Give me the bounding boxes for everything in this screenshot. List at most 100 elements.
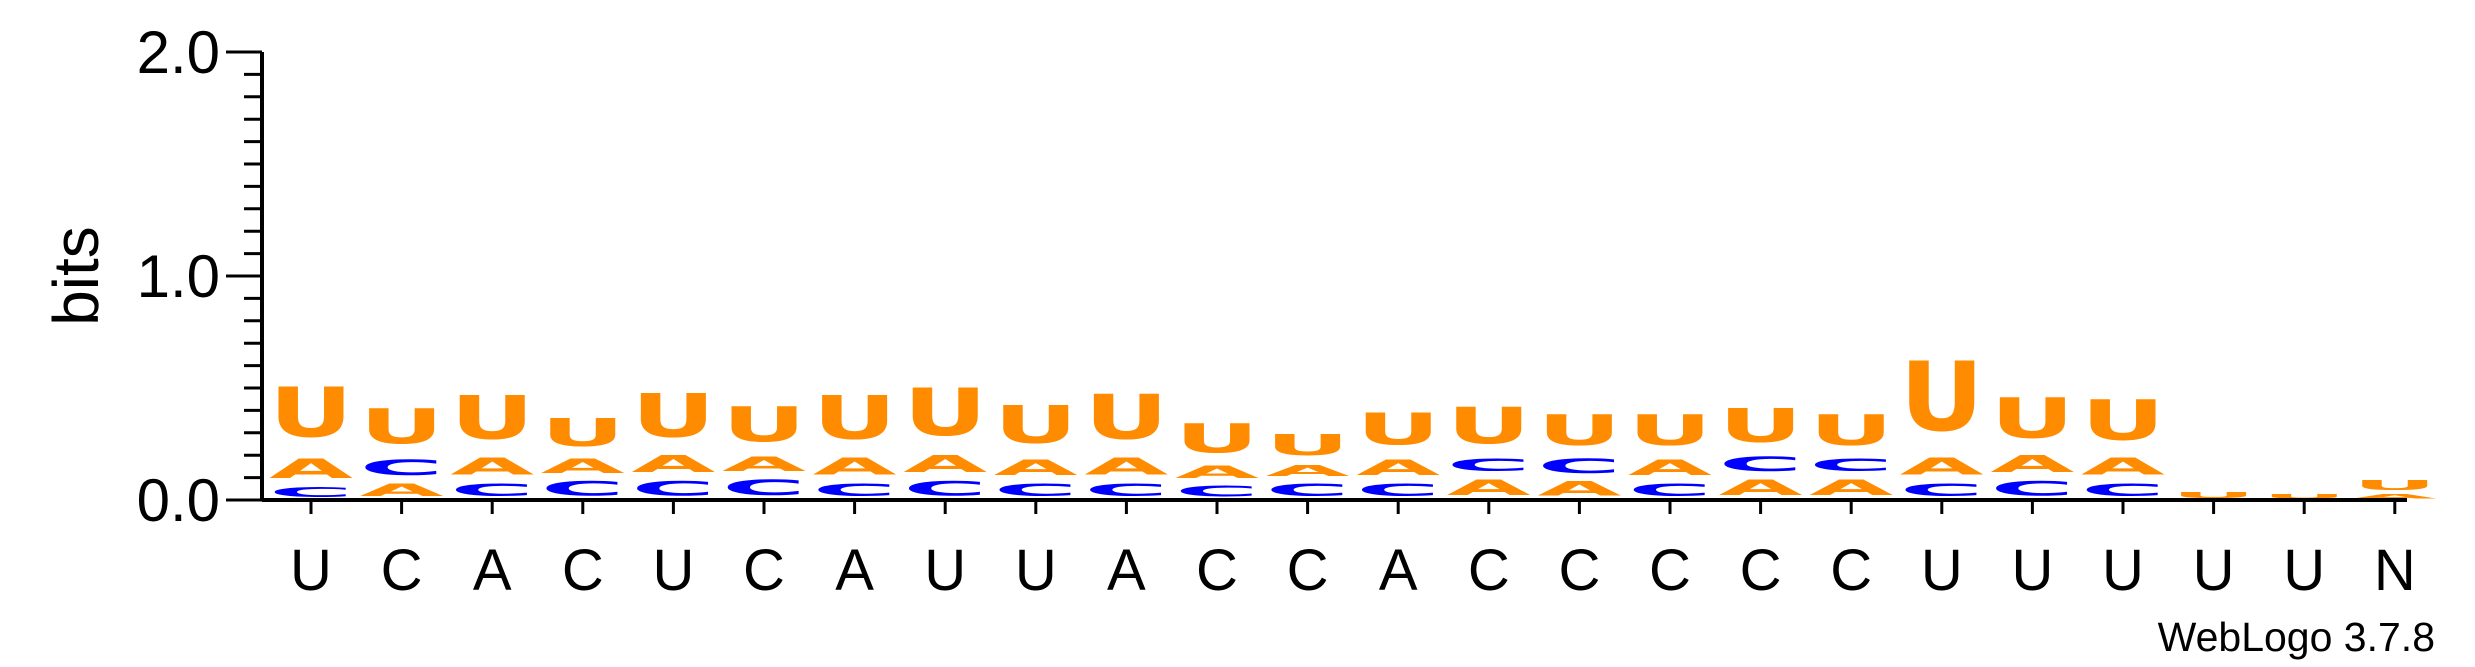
logo-letter-u: U [269, 372, 353, 453]
logo-letter-c: C [1990, 478, 2074, 500]
x-tick-label: U [1921, 538, 1963, 603]
logo-letter-u: U [1266, 429, 1350, 462]
x-tick-label: C [1830, 538, 1872, 603]
logo-letter-u: U [2262, 493, 2346, 500]
logo-letter-u: U [2081, 388, 2165, 453]
logo-letter-a: A [1537, 478, 1621, 500]
logo-letter-c: C [722, 476, 806, 500]
logo-letter-c: C [1175, 482, 1259, 500]
logo-letter-u: U [1175, 415, 1259, 462]
logo-letter-u: U [2353, 478, 2437, 493]
x-tick-label: A [1379, 538, 1418, 603]
logo-letter-a: A [631, 451, 715, 478]
x-tick-label: U [652, 538, 694, 603]
logo-letter-u: U [360, 400, 444, 456]
logo-letter-u: U [541, 411, 625, 455]
logo-letter-a: A [1990, 451, 2074, 478]
logo-letter-a: A [1175, 462, 1259, 482]
logo-letter-a: A [1356, 455, 1441, 480]
logo-letter-u: U [1084, 382, 1168, 453]
logo-letter-u: U [903, 376, 987, 451]
logo-letter-c: C [2081, 480, 2165, 500]
logo-letter-c: C [1537, 456, 1621, 478]
x-tick-label: A [473, 538, 512, 603]
logo-letter-u: U [1447, 398, 1531, 456]
logo-letter-a: A [360, 480, 444, 500]
y-axis-label: bits [40, 226, 112, 326]
logo-letter-u: U [1719, 399, 1803, 452]
logo-letter-u: U [450, 384, 534, 453]
logo-letter-a: A [1900, 453, 1984, 480]
logo-letter-a: A [1628, 455, 1713, 480]
logo-letter-c: C [994, 480, 1078, 500]
logo-letter-c: C [269, 484, 353, 500]
logo-letter-a: A [1447, 476, 1532, 501]
logo-letter-c: C [631, 478, 715, 500]
x-tick-label: C [562, 538, 604, 603]
logo-letter-c: C [541, 478, 625, 500]
x-tick-label: U [2011, 538, 2053, 603]
x-tick-label: U [2283, 538, 2325, 603]
weblogo-version: WebLogo 3.7.8 [2158, 614, 2435, 660]
logo-letter-u: U [631, 382, 715, 451]
x-tick-label: C [1649, 538, 1691, 603]
x-tick-label: A [1107, 538, 1146, 603]
logo-letter-u: U [1537, 406, 1621, 455]
logo-letter-a: A [1719, 476, 1804, 501]
y-tick-label: 0.0 [137, 467, 220, 534]
logo-letter-a: A [269, 453, 353, 484]
logo-letter-c: C [1719, 453, 1803, 475]
x-tick-label: C [1558, 538, 1600, 603]
x-tick-label: C [1740, 538, 1782, 603]
logo-letter-u: U [1628, 406, 1712, 455]
logo-letter-u: U [1809, 406, 1893, 455]
logo-letter-a: A [2353, 493, 2438, 500]
x-tick-label: C [1196, 538, 1238, 603]
logo-letter-a: A [2081, 453, 2165, 480]
logo-letter-a: A [903, 451, 987, 478]
logo-letter-u: U [2172, 491, 2256, 500]
x-tick-label: U [1015, 538, 1057, 603]
x-tick-label: U [924, 538, 966, 603]
logo-letter-c: C [813, 480, 897, 500]
x-tick-label: U [290, 538, 332, 603]
logo-letter-a: A [450, 453, 534, 480]
logo-letter-c: C [360, 456, 444, 480]
logo-letter-a: A [541, 456, 625, 478]
y-tick-label: 2.0 [137, 19, 220, 86]
logo-letter-u: U [813, 384, 897, 453]
logo-letter-a: A [1266, 462, 1350, 480]
logo-letter-u: U [722, 398, 806, 454]
x-tick-label: C [1468, 538, 1510, 603]
logo-letter-u: U [1990, 386, 2074, 451]
x-tick-label: C [381, 538, 423, 603]
logo-letter-c: C [1266, 480, 1350, 500]
x-tick-label: N [2374, 538, 2416, 603]
logo-letter-a: A [1084, 453, 1168, 480]
logo-letter-c: C [1447, 455, 1531, 475]
logo-letter-c: C [1356, 480, 1440, 500]
x-tick-label: C [1287, 538, 1329, 603]
logo-letter-c: C [1084, 480, 1168, 500]
logo-letter-c: C [1809, 455, 1893, 475]
x-tick-label: U [2102, 538, 2144, 603]
logo-letter-a: A [994, 455, 1079, 480]
letter-stacks: CAUACUCAUCAUCAUCAUCAUCAUCAUCAUCAUCAUCAUA… [269, 341, 2438, 500]
x-tick-label: A [835, 538, 874, 603]
logo-letter-a: A [813, 453, 897, 480]
logo-letter-c: C [903, 478, 987, 500]
logo-letter-c: C [450, 480, 534, 500]
logo-letter-u: U [1356, 404, 1440, 456]
logo-letter-c: C [1900, 480, 1984, 500]
logo-letter-c: C [1628, 480, 1712, 500]
logo-letter-u: U [1900, 341, 1984, 453]
y-ticks: 0.01.02.0 [137, 19, 262, 534]
logo-letter-a: A [1809, 476, 1894, 501]
x-tick-label: U [2193, 538, 2235, 603]
logo-letter-u: U [994, 395, 1078, 455]
logo-letter-a: A [722, 453, 806, 475]
x-tick-label: C [743, 538, 785, 603]
